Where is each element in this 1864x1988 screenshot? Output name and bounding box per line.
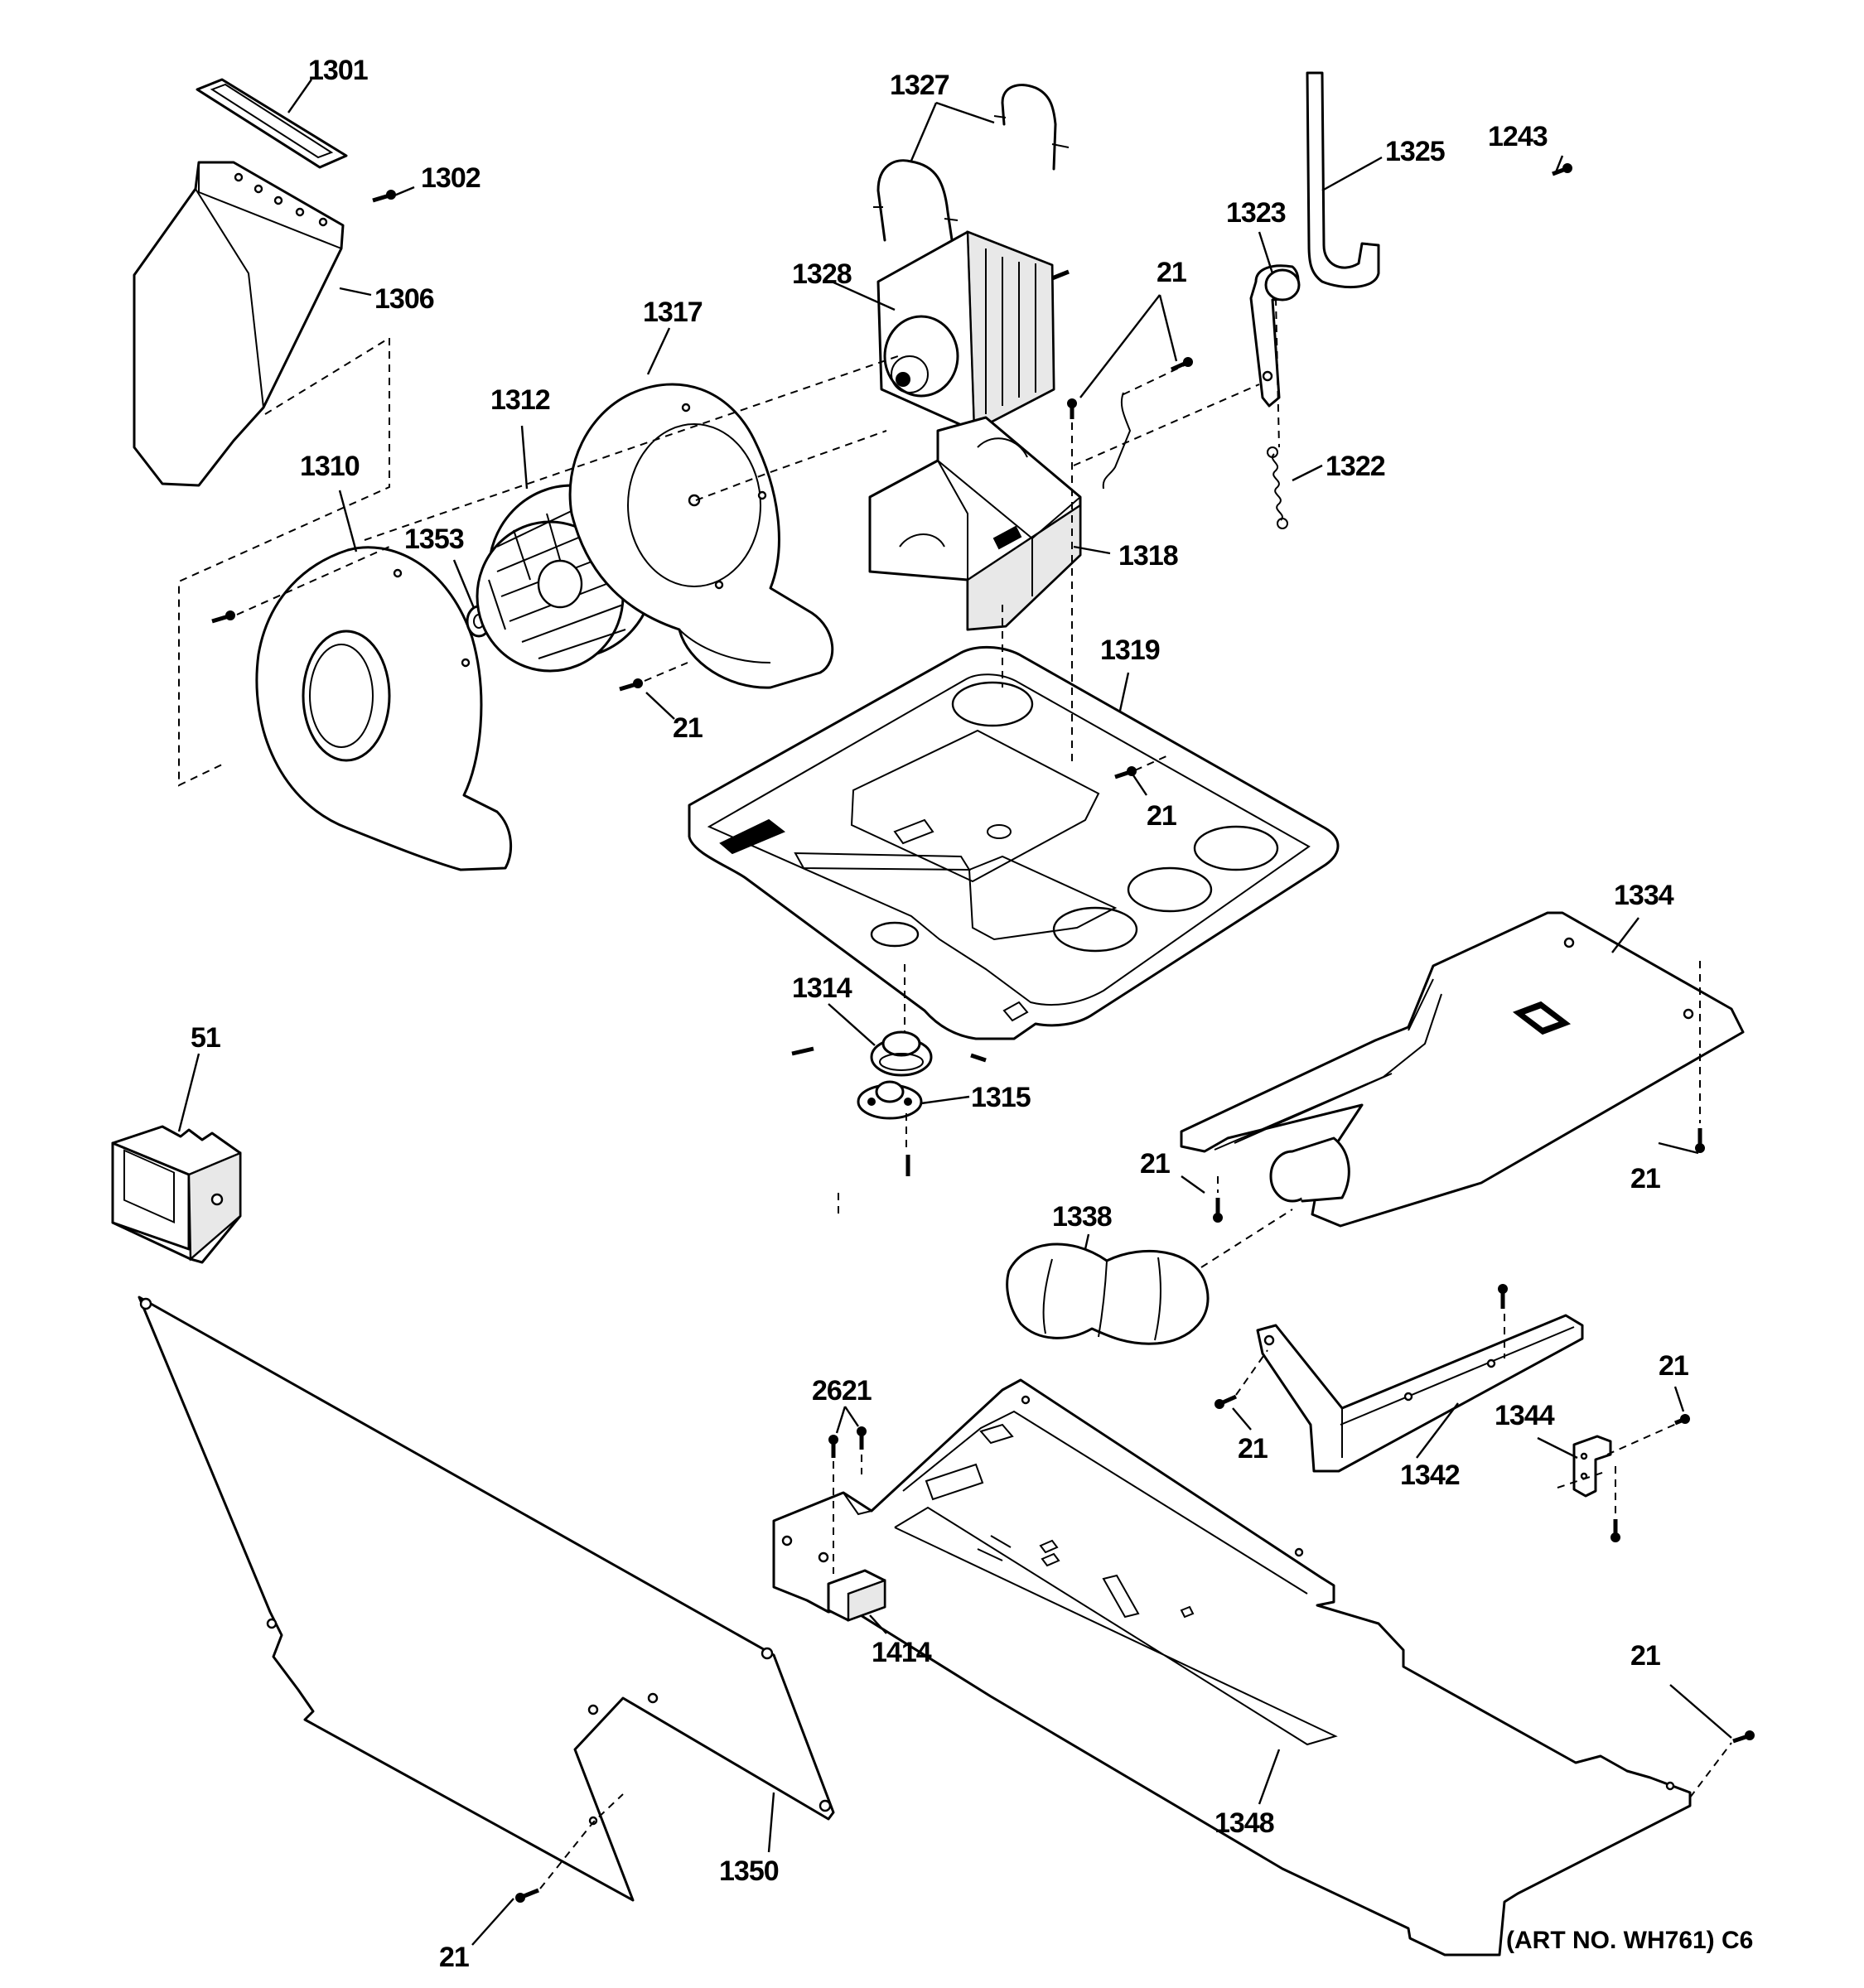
harness-strap-1325 (1306, 71, 1380, 289)
callout-1327: 1327 (890, 70, 949, 101)
callout-21-duct-left: 21 (1140, 1148, 1170, 1180)
spring-1322 (1267, 446, 1288, 529)
elbow-duct-1338 (1006, 1242, 1210, 1345)
callout-1328: 1328 (792, 258, 852, 290)
rail-1342 (1256, 1314, 1584, 1473)
callout-1317: 1317 (643, 297, 703, 328)
leader-lines (177, 79, 1732, 1946)
screws (211, 163, 1755, 1903)
foot-1414 (827, 1569, 886, 1622)
callout-51: 51 (191, 1022, 220, 1054)
callout-1301: 1301 (308, 55, 368, 86)
wire-clip-part (1102, 392, 1132, 490)
callout-1312: 1312 (490, 384, 550, 416)
callout-labels: 1301 1302 1306 1327 1328 1325 1243 1323 … (191, 55, 1753, 1973)
callout-1348: 1348 (1214, 1807, 1274, 1839)
bracket-1344 (1572, 1435, 1612, 1498)
callout-1315: 1315 (971, 1082, 1031, 1113)
motor-1328 (876, 230, 1070, 432)
callout-1322: 1322 (1326, 451, 1385, 482)
callout-21-panel: 21 (439, 1942, 469, 1973)
alignment-lines (178, 297, 1732, 1889)
callout-1344: 1344 (1495, 1400, 1555, 1431)
callout-1319: 1319 (1100, 635, 1160, 666)
callout-21-duct-right: 21 (1630, 1163, 1660, 1194)
callout-1318: 1318 (1118, 540, 1178, 572)
bearing-1315 (857, 1080, 923, 1176)
callout-1353: 1353 (404, 524, 464, 555)
callout-1310: 1310 (300, 451, 360, 482)
callout-1342: 1342 (1400, 1460, 1460, 1491)
exhaust-duct-1306 (133, 161, 345, 487)
callout-21-base: 21 (1630, 1640, 1660, 1672)
blower-housing-1310 (255, 546, 513, 871)
panel-1350 (138, 1296, 835, 1902)
motor-mount-1318 (868, 416, 1082, 631)
callout-1350: 1350 (719, 1855, 779, 1887)
art-number: (ART NO. WH761) C6 (1506, 1927, 1753, 1954)
gasket-1301 (196, 78, 348, 169)
callout-21-motor: 21 (1157, 257, 1186, 288)
callout-1243: 1243 (1488, 121, 1548, 152)
duct-1334 (1180, 911, 1745, 1228)
callout-21-blower: 21 (673, 712, 703, 744)
blower-housing-1317 (568, 383, 834, 689)
callout-1306: 1306 (374, 283, 434, 315)
callout-1338: 1338 (1052, 1201, 1112, 1233)
pulley-1314 (791, 1030, 987, 1077)
callout-1334: 1334 (1614, 880, 1674, 911)
callout-1414: 1414 (872, 1637, 932, 1668)
motor-clamp-1327 (873, 84, 1070, 247)
callout-21-rail: 21 (1238, 1433, 1268, 1464)
callout-2621: 2621 (812, 1375, 872, 1407)
callout-1323: 1323 (1226, 197, 1286, 229)
screw-1302 (372, 190, 396, 203)
callout-21-tray: 21 (1147, 800, 1176, 832)
callout-1314: 1314 (792, 972, 852, 1004)
base-rail-1348 (772, 1378, 1692, 1957)
callout-21-bracket: 21 (1659, 1350, 1688, 1382)
callout-1302: 1302 (421, 162, 480, 194)
callout-1325: 1325 (1385, 136, 1445, 167)
base-tray-1319 (688, 645, 1340, 1040)
terminal-block-51 (111, 1125, 242, 1264)
